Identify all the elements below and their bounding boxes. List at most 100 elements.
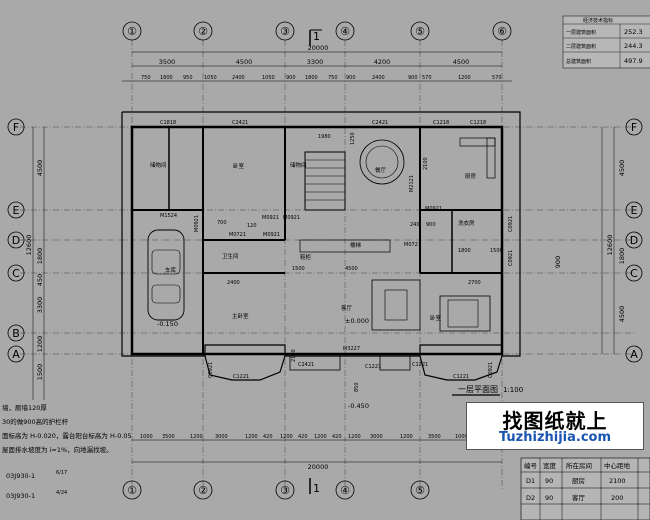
dim-text: 1980 xyxy=(318,134,331,140)
dim-text: 1800 xyxy=(618,248,626,265)
table-cell: 2100 xyxy=(609,477,626,485)
top-dimension-lines xyxy=(122,51,512,82)
dim-text: 4500 xyxy=(36,160,44,177)
dim-text: 1500 xyxy=(490,248,503,254)
door-label: M0921 xyxy=(283,215,300,221)
dim-text: 3000 xyxy=(215,434,228,440)
window-label: C1221 xyxy=(412,362,428,368)
dim-text: 2100 xyxy=(423,157,429,170)
dim-text: 1200 xyxy=(190,434,203,440)
room-label: 卫生间 xyxy=(222,252,239,260)
table-cell: 200 xyxy=(611,494,623,502)
dim-text: 2700 xyxy=(468,280,481,286)
window-label: C1818 xyxy=(160,120,176,126)
dim-text: 420 xyxy=(298,434,308,440)
window-label: C1221 xyxy=(453,374,469,380)
watermark-banner: 找图纸就上 Tuzhizhijia.com xyxy=(466,402,644,450)
tech-table-title: 经济技术指标 xyxy=(583,17,613,24)
room-label: 厨房 xyxy=(465,172,477,180)
axis-label: ② xyxy=(198,484,208,497)
section-label: 1 xyxy=(313,30,320,43)
axis-label: F xyxy=(13,121,19,134)
level-mark: -0.150 xyxy=(157,320,178,328)
dim-text: 4500 xyxy=(345,266,358,272)
note-fraction: 4/24 xyxy=(56,490,67,496)
title-scale: 1:100 xyxy=(503,386,523,394)
axis-label: A xyxy=(12,348,20,361)
tech-row-label: 二层建筑面积 xyxy=(566,43,596,50)
axis-label: ③ xyxy=(280,25,290,38)
left-dimension-lines xyxy=(32,127,615,400)
window-label: C0921 xyxy=(508,250,514,266)
row-axis-bubbles: F E D C B A F E D C A xyxy=(7,118,643,363)
watermark-en: Tuzhizhijia.com xyxy=(498,430,612,445)
door-label: M3227 xyxy=(343,346,360,352)
dim-text: 750 xyxy=(141,75,151,81)
note-line: 屋面排水坡度为 i=1%，向地漏找坡。 xyxy=(2,445,113,454)
axis-label: B xyxy=(12,327,20,340)
dim-text: 1200 xyxy=(314,434,327,440)
dim-text: 4500 xyxy=(236,58,253,66)
bottom-axis-bubbles: ① ② ③ ④ ⑤ xyxy=(122,480,430,500)
axis-label: ② xyxy=(198,25,208,38)
room-label: 客厅 xyxy=(341,304,353,312)
dim-text: 4200 xyxy=(374,58,391,66)
note-fraction: 6/17 xyxy=(56,470,67,476)
window-label: C2421 xyxy=(298,362,314,368)
dim-text: 1500 xyxy=(292,266,305,272)
axis-label: E xyxy=(631,204,638,217)
dim-text: 1050 xyxy=(204,75,217,81)
top-dims-row2: 750 1800 950 1050 2400 1050 900 1800 750… xyxy=(141,75,502,81)
room-label: 洗衣房 xyxy=(458,219,475,227)
note-line: 面标高为 H-0.020，露台阳台标高为 H-0.05 xyxy=(2,431,132,440)
door-label: M0921 xyxy=(263,232,280,238)
table-header: 编号 xyxy=(524,461,538,470)
dim-text: 1200 xyxy=(400,434,413,440)
section-marks: 1 1 xyxy=(309,29,322,495)
dim-text: 1800 xyxy=(305,75,318,81)
watermark-cn: 找图纸就上 xyxy=(502,409,608,433)
bottom-dimension-lines xyxy=(132,439,520,463)
dim-text: 1200 xyxy=(280,434,293,440)
building-walls xyxy=(121,111,521,381)
window-label: C1218 xyxy=(433,120,449,126)
dim-text: 1200 xyxy=(458,75,471,81)
dim-total-left: 12600 xyxy=(25,235,33,256)
tech-row-value: 244.3 xyxy=(624,42,643,50)
dim-text: 750 xyxy=(328,75,338,81)
dim-text: 900 xyxy=(426,222,436,228)
axis-label: ⑥ xyxy=(497,25,507,38)
axis-label: ⑤ xyxy=(415,484,425,497)
dim-text: 1200 xyxy=(36,336,44,353)
door-labels: M1524 M0921 M0921 M0721 M0921 M0921 M092… xyxy=(160,175,442,352)
window-label: C1221 xyxy=(233,374,249,380)
window-label: C0921 xyxy=(208,362,214,378)
tech-table: 经济技术指标 一层建筑面积 252.3 二层建筑面积 244.3 总建筑面积 4… xyxy=(562,15,650,69)
dim-text: 3500 xyxy=(162,434,175,440)
door-label: M1524 xyxy=(160,213,177,219)
dim-total-right: 12600 xyxy=(606,235,614,256)
table-cell: 90 xyxy=(545,494,553,502)
dim-text: 2400 xyxy=(232,75,245,81)
table-header: 所在房间 xyxy=(566,461,592,470)
room-label: 储物间 xyxy=(150,161,167,169)
room-label: 储物间 xyxy=(290,161,307,169)
dining-table xyxy=(359,139,405,185)
room-label: 卧室 xyxy=(233,162,245,170)
dim-text: 3500 xyxy=(159,58,176,66)
title-name: 一层平面图 xyxy=(458,385,498,394)
room-label: 主卧室 xyxy=(232,312,249,320)
door-label: M0921 xyxy=(194,215,200,232)
dim-text: 700 xyxy=(217,220,227,226)
axis-label: ① xyxy=(127,25,137,38)
axis-label: ⑤ xyxy=(415,25,425,38)
dim-text: 2400 xyxy=(372,75,385,81)
dim-text: 3000 xyxy=(370,434,383,440)
interior-dims: 1980 1250 2100 700 120 2400 2700 1500 45… xyxy=(217,132,503,392)
dim-text: 420 xyxy=(263,434,273,440)
dim-text: 4500 xyxy=(453,58,470,66)
axis-label: ④ xyxy=(340,484,350,497)
table-cell: D1 xyxy=(526,477,535,485)
door-label: M2121 xyxy=(409,175,415,192)
